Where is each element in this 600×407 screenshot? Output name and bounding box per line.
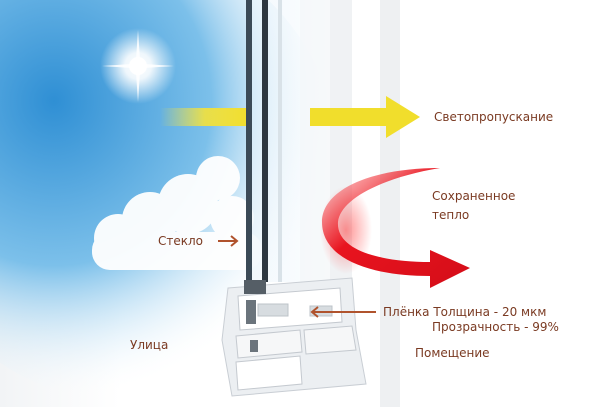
- light-transmission-label: Светопропускание: [434, 110, 554, 124]
- outside-label: Улица: [130, 338, 169, 352]
- film-transparency-label: Прозрачность - 99%: [432, 320, 559, 334]
- pointer-arrow: [310, 306, 376, 318]
- retained-heat-label-line2: тепло: [432, 208, 470, 222]
- heat-arrow: [322, 168, 470, 288]
- light-beam-outside: [160, 108, 250, 126]
- pointer-arrow: [218, 235, 239, 247]
- light-arrow: [310, 96, 420, 138]
- glass-label: Стекло: [158, 234, 204, 248]
- retained-heat-label-line1: Сохраненное: [432, 189, 516, 203]
- film-thickness-label: Плёнка Толщина - 20 мкм: [383, 305, 547, 319]
- room-label: Помещение: [415, 346, 490, 360]
- sun-icon: [100, 28, 176, 104]
- cloud-icon: [92, 156, 262, 270]
- room-wall-shade: [380, 0, 400, 407]
- window-frame-profile: [221, 277, 367, 397]
